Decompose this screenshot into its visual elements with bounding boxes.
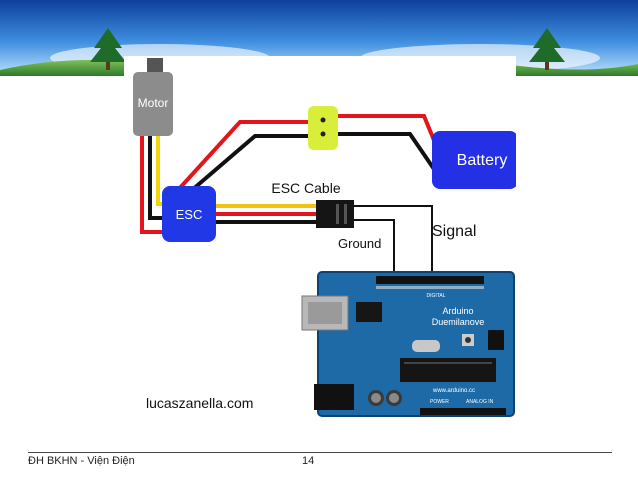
signal-wire <box>354 205 433 276</box>
battery-wire-black <box>334 132 438 174</box>
esc: ESC <box>162 186 216 242</box>
motor-label: Motor <box>138 96 169 110</box>
esc-label: ESC <box>176 207 203 222</box>
board-name-line2: Duemilanove <box>432 317 485 327</box>
motor-wire-black <box>148 136 164 220</box>
ground-label: Ground <box>338 236 381 251</box>
battery-label: Battery <box>457 152 508 169</box>
footer-institution: ĐH BKHN - Viện Điện <box>28 455 135 467</box>
esc-wire-red <box>176 120 312 192</box>
board-power-label: POWER <box>430 399 449 405</box>
wiring-graphic: Motor Battery ESC <box>133 58 518 417</box>
wiring-diagram: Motor Battery ESC <box>124 56 518 418</box>
battery: Battery <box>432 131 518 189</box>
esc-wire-black <box>190 134 312 192</box>
page-number: 14 <box>302 455 315 467</box>
pine-tree-icon <box>529 28 565 70</box>
credit-text: lucaszanella.com <box>146 395 253 411</box>
board-analog-label: ANALOG IN <box>466 399 494 405</box>
power-connector <box>308 106 338 150</box>
board-digital-label: DIGITAL <box>426 293 445 299</box>
pine-tree-icon <box>90 28 126 70</box>
signal-label: Signal <box>432 223 476 240</box>
esc-cable-label: ESC Cable <box>271 180 340 196</box>
ground-wire <box>354 219 395 276</box>
board-url: www.arduino.cc <box>432 388 475 394</box>
motor-wire-red <box>140 136 164 234</box>
arduino-board: DIGITAL POWER ANALOG IN Ardu <box>301 271 515 417</box>
board-name-line1: Arduino <box>442 306 473 316</box>
esc-cable-connector <box>316 200 354 228</box>
motor: Motor <box>133 58 173 136</box>
footer-divider <box>28 452 612 453</box>
